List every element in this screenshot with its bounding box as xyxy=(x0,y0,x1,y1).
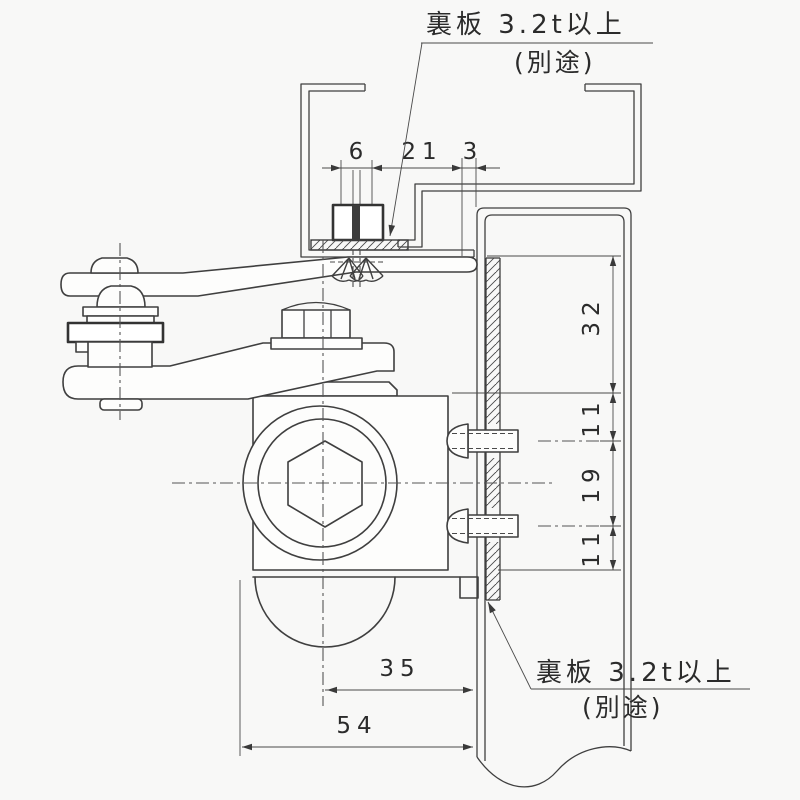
dim-54: 54 xyxy=(336,713,377,739)
centerlines xyxy=(119,240,612,706)
dim-11-upper: 11 xyxy=(579,396,605,437)
dim-21: 21 xyxy=(401,139,442,165)
dim-11-lower: 11 xyxy=(579,526,605,567)
door-panel-section xyxy=(476,207,632,788)
callout-backing-plate-bottom: 裏板 3.2t以上 (別途) xyxy=(487,601,750,722)
body-foot-step xyxy=(459,576,479,599)
callout-bottom-note: (別途) xyxy=(582,693,664,722)
left-pivot-stack xyxy=(66,257,165,368)
leader-arrow-bottom xyxy=(488,602,496,614)
callout-bottom-label: 裏板 3.2t以上 xyxy=(536,658,736,688)
dimension-bottom: 35 54 xyxy=(239,580,473,756)
dimension-right-chain: 32 11 19 11 xyxy=(452,255,621,571)
anchor-bolt-assembly xyxy=(310,160,409,290)
frame-lintel-channel xyxy=(300,83,475,258)
pivot-washer-block xyxy=(66,321,165,344)
lower-arm-tab xyxy=(99,398,143,411)
anchor-spread-prongs xyxy=(331,257,384,283)
body-bottom-dome xyxy=(254,576,396,648)
lower-arm xyxy=(62,342,395,411)
dimension-top-chain: 6 21 3 xyxy=(322,139,500,256)
frame-return-profile xyxy=(397,83,642,248)
door-backing-plate xyxy=(485,257,501,601)
break-line xyxy=(476,746,632,788)
mounting-screw-lower xyxy=(446,508,519,544)
dim-35: 35 xyxy=(379,656,420,682)
hex-socket xyxy=(287,440,363,528)
dim-6: 6 xyxy=(349,139,364,165)
dim-3: 3 xyxy=(463,139,478,165)
upper-arm xyxy=(60,256,478,297)
pivot-cap-lower xyxy=(96,285,146,308)
dim-32: 32 xyxy=(579,295,605,336)
callout-top-note: (別途) xyxy=(514,48,596,77)
pivot-cap-upper xyxy=(90,257,139,274)
mounting-screw-upper xyxy=(446,423,519,459)
dim-19: 19 xyxy=(579,462,605,503)
leader-arrow-top xyxy=(388,224,396,236)
callout-backing-plate-top: 裏板 3.2t以上 (別途) xyxy=(388,10,653,237)
arm-pivot-nut xyxy=(270,301,363,350)
channel-backing-plate xyxy=(310,239,409,251)
callout-top-label: 裏板 3.2t以上 xyxy=(426,10,626,40)
